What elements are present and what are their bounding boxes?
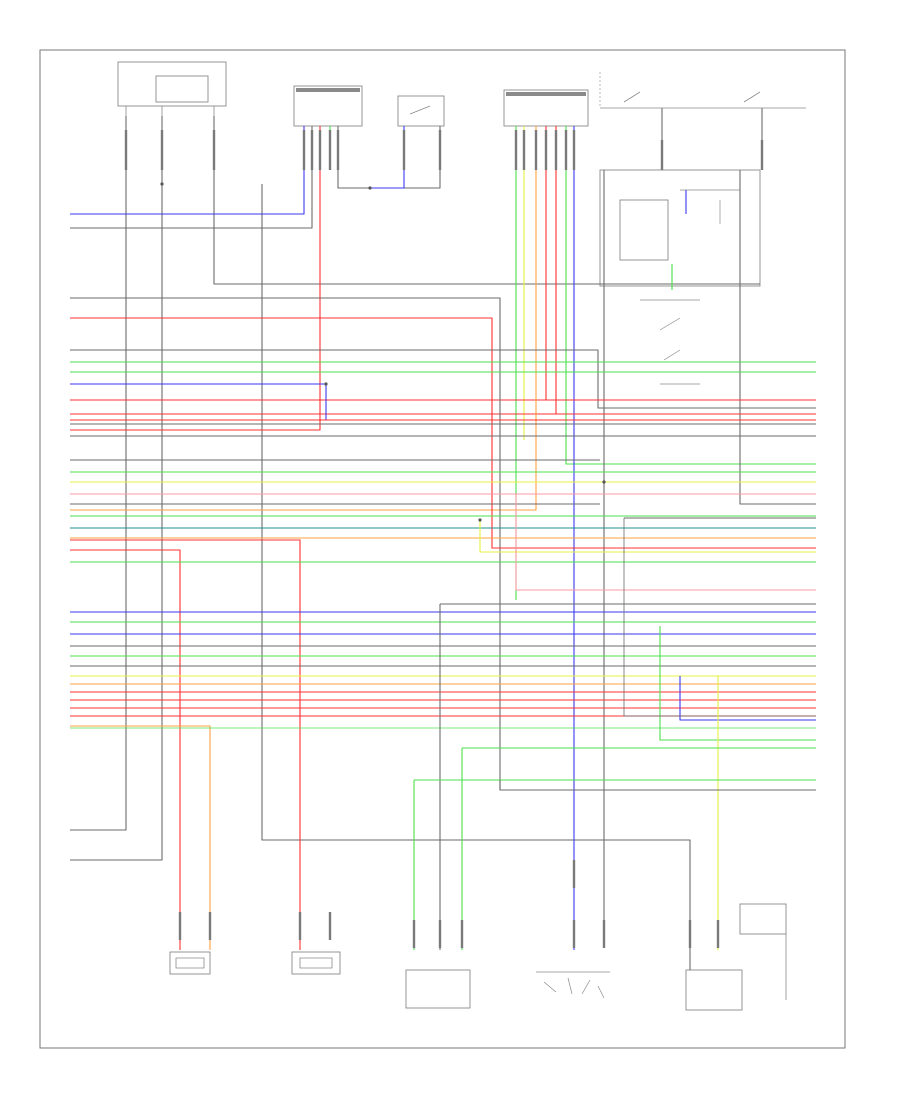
component-bottom-right bbox=[685, 903, 787, 1011]
pin-bottom-3 bbox=[328, 912, 332, 940]
wire-sw-blu bbox=[370, 126, 405, 189]
wire-tl-3 bbox=[213, 116, 760, 285]
wire-harness-a-1 bbox=[70, 317, 816, 549]
wire-m-yel2 bbox=[479, 520, 816, 553]
pin-tc-3 bbox=[328, 130, 332, 170]
pin-bottom-0 bbox=[178, 912, 182, 940]
pin-bottom-11 bbox=[716, 920, 720, 948]
pin-tc-2 bbox=[318, 130, 322, 170]
wire-tr-org bbox=[70, 126, 537, 511]
wire-tl-1 bbox=[70, 116, 127, 831]
wire-l-blu2 bbox=[679, 676, 816, 721]
wire-l-726 bbox=[70, 725, 211, 950]
wire-tl-2 bbox=[70, 116, 163, 861]
wire-harness-a-5 bbox=[70, 383, 327, 420]
component-bottom-center bbox=[405, 969, 471, 1009]
pin-tc-4 bbox=[336, 130, 340, 170]
wire-relay-2 bbox=[739, 170, 816, 505]
pin-sw-1 bbox=[438, 130, 442, 170]
pin-tr-0 bbox=[514, 130, 518, 170]
component-top-right-connector bbox=[503, 89, 589, 127]
sensor-bottom-left-1 bbox=[169, 951, 211, 975]
wire-tl-4 bbox=[261, 184, 691, 970]
pin-tc-0 bbox=[302, 130, 306, 170]
splice-3 bbox=[324, 382, 328, 386]
component-fuse-block bbox=[599, 72, 806, 109]
pin-fuse-1 bbox=[760, 140, 764, 170]
wire-m-pnk bbox=[515, 494, 816, 591]
splice-4 bbox=[478, 518, 482, 522]
wire-tc-blk2 bbox=[337, 126, 441, 189]
wire-m-red1 bbox=[70, 539, 301, 950]
pin-sw-0 bbox=[402, 130, 406, 170]
splice-2 bbox=[602, 480, 606, 484]
pin-tl-1 bbox=[160, 130, 164, 170]
pin-bottom-5 bbox=[438, 920, 442, 948]
wire-tr-grn2 bbox=[565, 126, 816, 465]
wire-tc-blu bbox=[70, 126, 305, 215]
pin-bottom-9 bbox=[602, 920, 606, 948]
component-top-left bbox=[117, 61, 227, 116]
component-switch-top bbox=[397, 95, 445, 127]
wire-group bbox=[70, 108, 816, 970]
component-bottom-center-right bbox=[536, 971, 610, 999]
wire-tr-red1 bbox=[70, 126, 547, 401]
wire-l-grn2 bbox=[659, 626, 816, 741]
pin-tr-4 bbox=[554, 130, 558, 170]
pin-bottom-6 bbox=[460, 920, 464, 948]
pin-bottom-7 bbox=[572, 860, 576, 888]
pin-bottom-4 bbox=[412, 920, 416, 948]
pin-tr-5 bbox=[564, 130, 568, 170]
pin-tr-1 bbox=[522, 130, 526, 170]
pin-fuse-0 bbox=[660, 140, 664, 170]
sensor-bottom-left-2 bbox=[291, 951, 341, 975]
diagram-frame bbox=[39, 49, 846, 1049]
wire-tc-red bbox=[70, 126, 321, 431]
pin-bottom-10 bbox=[688, 920, 692, 948]
splice-1 bbox=[160, 182, 164, 186]
pin-tr-2 bbox=[534, 130, 538, 170]
wire-l-blk5 bbox=[623, 518, 816, 717]
pin-bottom-2 bbox=[298, 912, 302, 940]
pin-bottom-8 bbox=[572, 920, 576, 948]
wire-harness-a-2 bbox=[70, 349, 816, 409]
pin-tl-2 bbox=[212, 130, 216, 170]
wire-m-red2 bbox=[70, 549, 181, 950]
wire-tc-blk bbox=[70, 126, 313, 229]
pin-bottom-1 bbox=[208, 912, 212, 940]
pin-tr-3 bbox=[544, 130, 548, 170]
pin-tc-1 bbox=[310, 130, 314, 170]
component-relay-box bbox=[599, 169, 761, 385]
label-group bbox=[124, 130, 764, 948]
splice-0 bbox=[368, 186, 372, 190]
pin-tl-0 bbox=[124, 130, 128, 170]
component-top-center-connector bbox=[293, 85, 363, 127]
pin-tr-6 bbox=[572, 130, 576, 170]
